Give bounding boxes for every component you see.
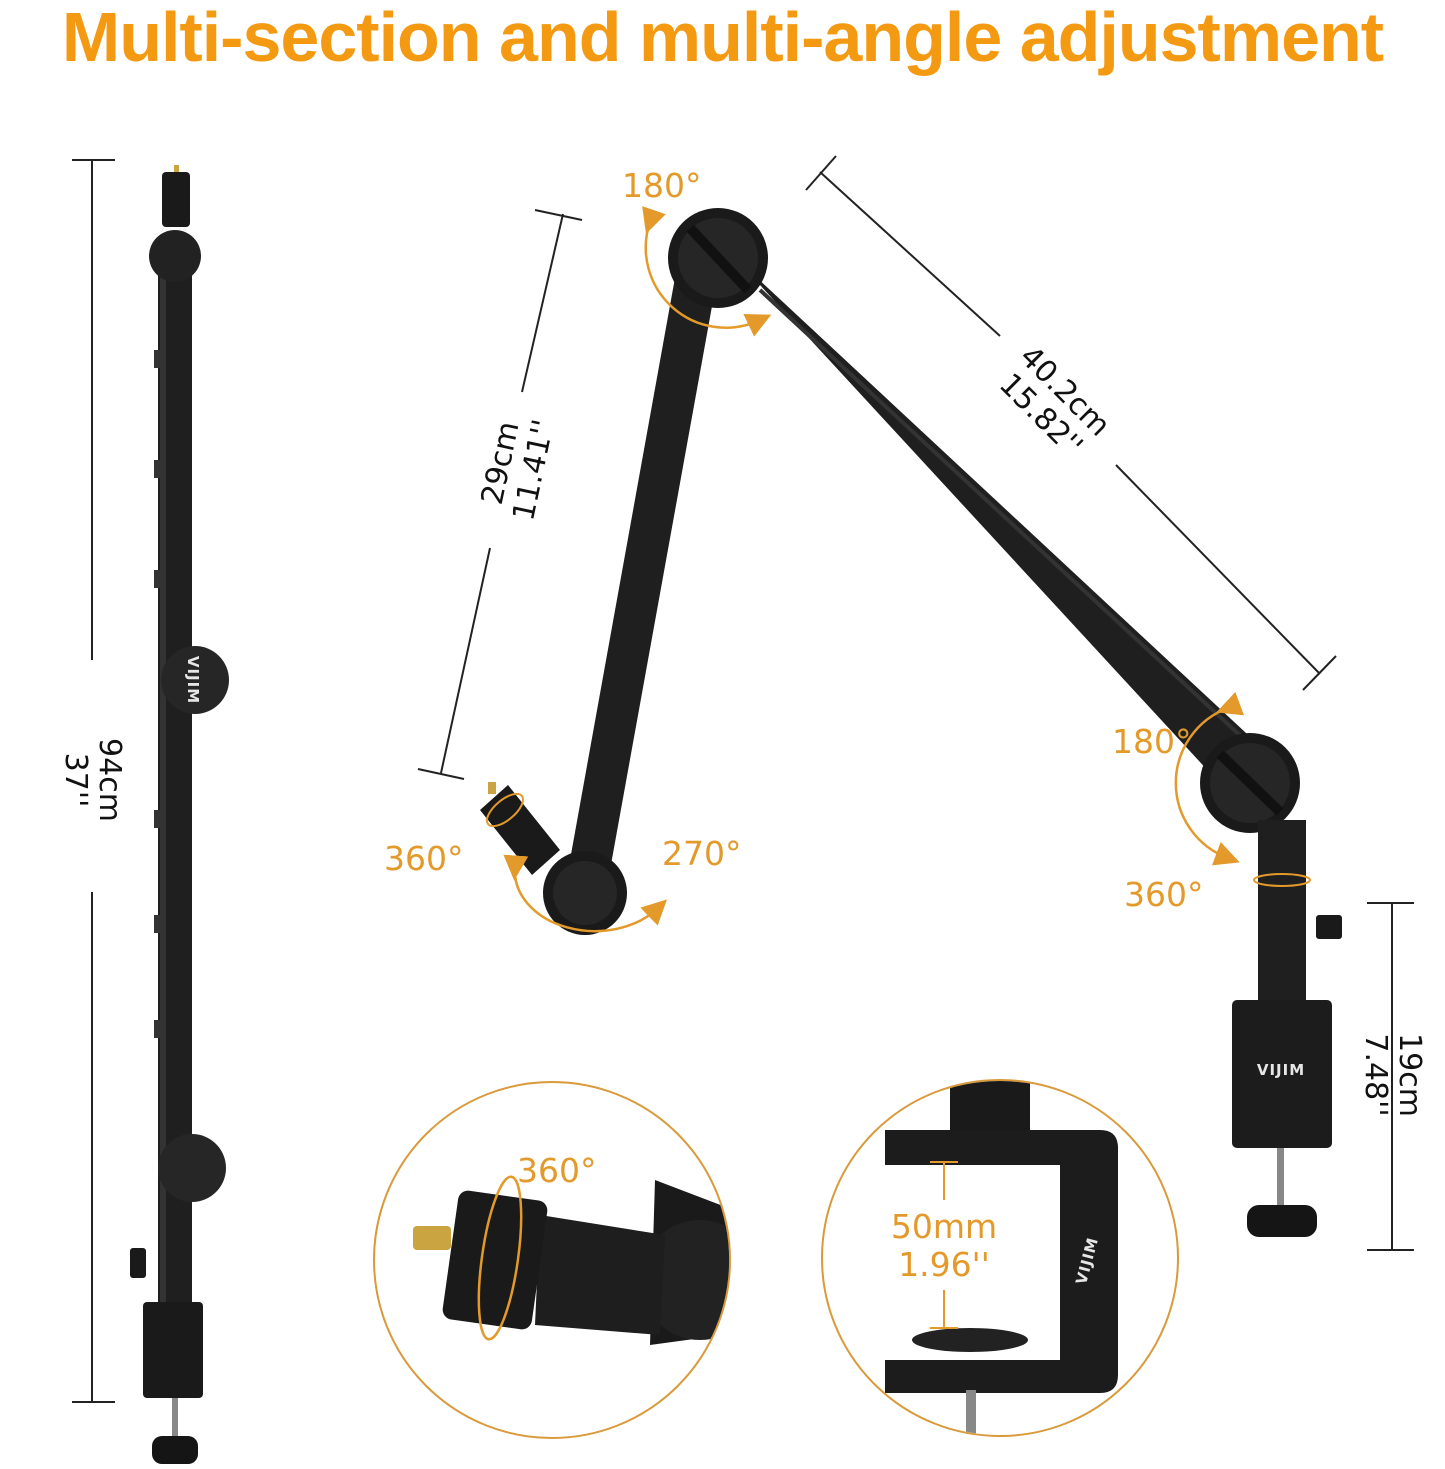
angle-label-top-joint: 180° <box>622 166 702 205</box>
clamp-opening-metric: 50mm <box>891 1207 997 1246</box>
rotation-arrow-icon <box>503 854 668 933</box>
desk-clamp <box>1232 1000 1332 1148</box>
svg-text:7.48'': 7.48'' <box>1358 1033 1393 1116</box>
screw-mount <box>480 785 560 875</box>
angle-label-base-joint: 180° <box>1112 722 1192 761</box>
total-length-label: 94cm 37'' <box>58 738 127 822</box>
angle-label-bottom-joint: 270° <box>662 834 742 873</box>
clamp-opening-imperial: 1.96'' <box>898 1245 990 1284</box>
joint-knob-logo <box>161 646 229 714</box>
brand-logo: VIJIM <box>184 656 202 704</box>
lower-arm-segment <box>570 250 720 870</box>
svg-text:37'': 37'' <box>58 753 93 808</box>
rotation-arrow-icon <box>642 206 772 337</box>
joint-knob <box>158 1134 226 1202</box>
page-title: Multi-section and multi-angle adjustment <box>61 0 1384 76</box>
clamp-detail-callout: 50mm 1.96'' VIJIM <box>821 1079 1179 1437</box>
riser-height-label: 19cm 7.48'' <box>1358 1033 1427 1117</box>
lower-arm-length-label: 29cm 11.41'' <box>475 416 562 523</box>
riser-pole <box>1258 820 1306 1010</box>
screw-detail-callout: 360° <box>373 1081 731 1439</box>
rotation-ring-icon <box>485 792 525 828</box>
brand-logo: VIJIM <box>1257 1061 1305 1079</box>
screw-mount <box>162 172 190 227</box>
extended-arm-view: 94cm 37'' VIJIM <box>58 159 229 1464</box>
upper-arm-segment <box>700 220 1275 800</box>
boom-arm-view: 29cm 11.41'' 40.2cm 15.82'' <box>384 155 1427 1251</box>
angle-label-screw-mount: 360° <box>384 839 464 878</box>
angle-label-base-rotation: 360° <box>1124 875 1204 914</box>
rotation-ring-icon <box>1253 873 1311 887</box>
rotation-arrow-icon <box>1174 691 1245 866</box>
upper-arm-length-label: 40.2cm 15.82'' <box>992 339 1117 464</box>
joint-knob <box>149 230 201 282</box>
desk-clamp <box>143 1302 203 1398</box>
rotation-ring-icon <box>477 1175 523 1341</box>
svg-text:94cm: 94cm <box>92 738 127 822</box>
svg-text:19cm: 19cm <box>1392 1033 1427 1117</box>
angle-label-detail-screw: 360° <box>517 1151 597 1190</box>
